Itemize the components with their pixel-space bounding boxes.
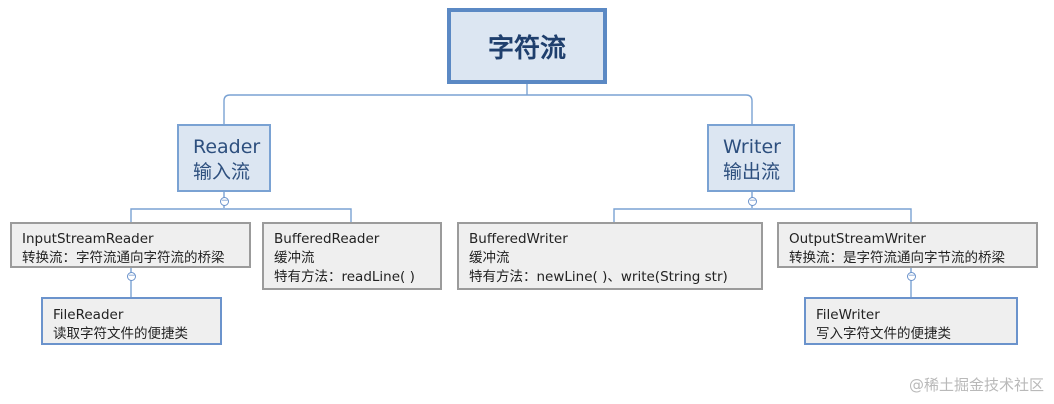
writer-title: Writer bbox=[723, 136, 781, 158]
reader-subtitle: 输入流 bbox=[193, 161, 251, 183]
root-to-level1-connector bbox=[223, 84, 753, 124]
file-writer-node: FileWriter 写入字符文件的便捷类 bbox=[804, 297, 1018, 345]
root-node: 字符流 bbox=[447, 8, 607, 84]
writer-collapse-toggle[interactable]: − bbox=[748, 196, 757, 206]
root-label: 字符流 bbox=[487, 33, 566, 64]
node-extra: 特有方法：readLine( ) bbox=[274, 269, 415, 285]
reader-node: Reader 输入流 bbox=[177, 124, 271, 192]
node-name: BufferedWriter bbox=[469, 231, 568, 247]
reader-title: Reader bbox=[193, 136, 261, 158]
node-name: BufferedReader bbox=[274, 231, 380, 247]
node-desc: 写入字符文件的便捷类 bbox=[816, 326, 951, 342]
node-desc: 读取字符文件的便捷类 bbox=[53, 326, 188, 342]
isr-collapse-toggle[interactable]: − bbox=[127, 271, 136, 281]
node-desc: 缓冲流 bbox=[274, 250, 315, 266]
node-desc: 转换流：字符流通向字符流的桥梁 bbox=[22, 250, 225, 266]
buffered-reader-node: BufferedReader 缓冲流 特有方法：readLine( ) bbox=[262, 222, 442, 290]
node-name: FileWriter bbox=[816, 307, 880, 323]
input-stream-reader-node: InputStreamReader 转换流：字符流通向字符流的桥梁 bbox=[10, 222, 251, 268]
node-desc: 缓冲流 bbox=[469, 250, 510, 266]
writer-node: Writer 输出流 bbox=[707, 124, 795, 192]
writer-to-children-connector bbox=[613, 192, 912, 222]
watermark: @稀土掘金技术社区 bbox=[908, 376, 1044, 394]
file-reader-node: FileReader 读取字符文件的便捷类 bbox=[41, 297, 222, 345]
osw-collapse-toggle[interactable]: − bbox=[907, 271, 916, 281]
node-extra: 特有方法：newLine( )、write(String str) bbox=[469, 269, 728, 285]
node-name: OutputStreamWriter bbox=[789, 231, 926, 247]
reader-to-children-connector bbox=[130, 192, 352, 222]
output-stream-writer-node: OutputStreamWriter 转换流：是字符流通向字节流的桥梁 bbox=[777, 222, 1038, 268]
node-name: InputStreamReader bbox=[22, 231, 154, 247]
writer-subtitle: 输出流 bbox=[723, 161, 781, 183]
reader-collapse-toggle[interactable]: − bbox=[220, 196, 229, 206]
node-desc: 转换流：是字符流通向字节流的桥梁 bbox=[789, 250, 1005, 266]
buffered-writer-node: BufferedWriter 缓冲流 特有方法：newLine( )、write… bbox=[457, 222, 763, 290]
node-name: FileReader bbox=[53, 307, 124, 323]
